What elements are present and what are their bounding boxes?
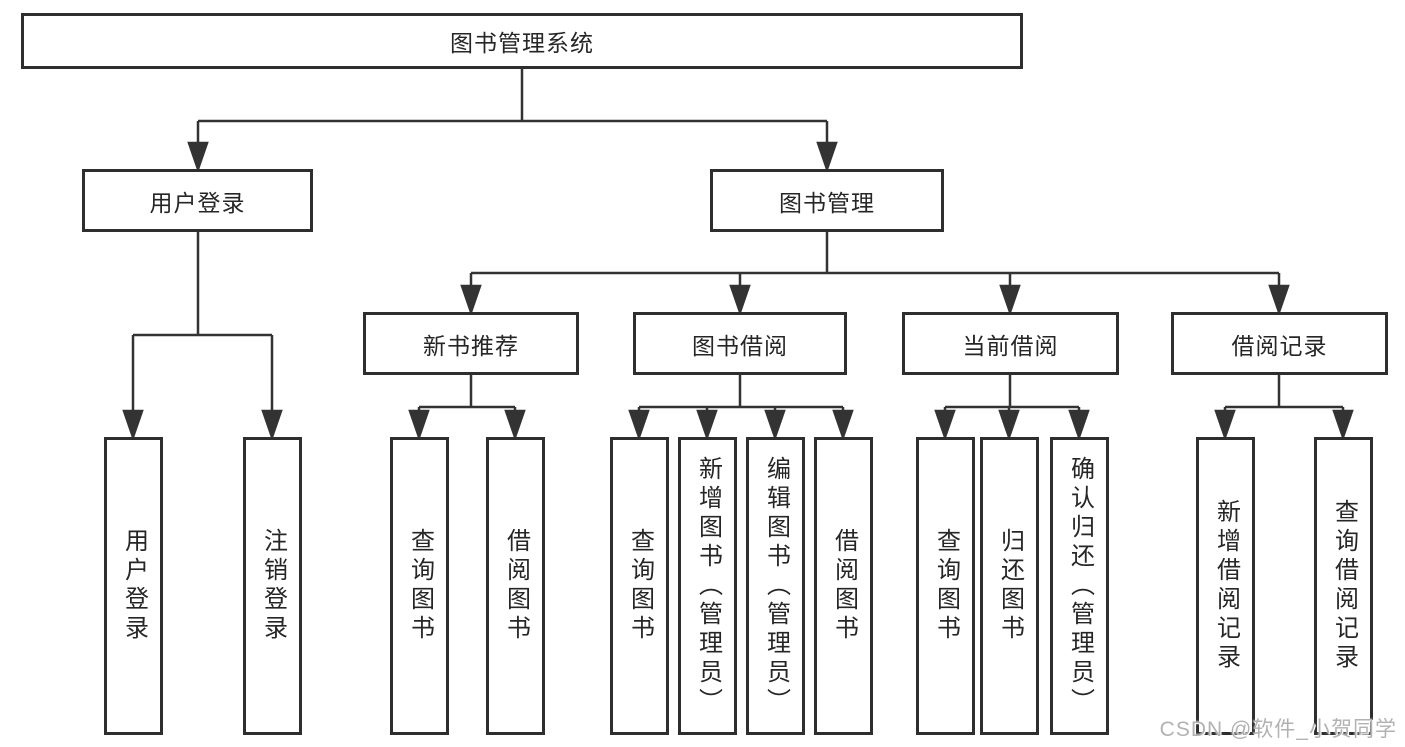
- leaf-logout: 注销登录: [243, 437, 302, 735]
- csdn-watermark: CSDN @软件_小贺同学: [1159, 718, 1397, 741]
- arrowhead: [998, 409, 1020, 441]
- leaf-user-login: 用户登录: [104, 437, 163, 735]
- leaf-query-borrow-record: 查询借阅记录: [1314, 437, 1373, 735]
- arrowhead: [999, 284, 1021, 316]
- leaf-borrow-book-recommendation: 借阅图书: [486, 437, 545, 735]
- arrowhead: [1068, 409, 1090, 441]
- leaf-query-book-current: 查询图书: [916, 437, 975, 735]
- node-book-management: 图书管理: [710, 169, 944, 232]
- node-new-book-recommendation: 新书推荐: [363, 312, 579, 375]
- arrowhead: [696, 409, 718, 441]
- leaf-add-book-admin-label: 新增图书（管理员）: [694, 455, 722, 717]
- arrowhead: [460, 284, 482, 316]
- leaf-borrow-book-recommendation-label: 借阅图书: [502, 528, 530, 644]
- connector-userlogin-to-leaves: [131, 232, 274, 418]
- arrowhead: [729, 284, 751, 316]
- node-root: 图书管理系统: [21, 13, 1023, 69]
- leaf-logout-label: 注销登录: [259, 528, 287, 644]
- leaf-user-login-label: 用户登录: [120, 528, 148, 644]
- leaf-confirm-return-admin-label: 确认归还（管理员）: [1066, 455, 1094, 717]
- arrowhead: [504, 409, 526, 441]
- arrowhead: [628, 409, 650, 441]
- node-user-login: 用户登录: [82, 169, 313, 232]
- leaf-return-book-label: 归还图书: [996, 528, 1024, 644]
- node-root-label: 图书管理系统: [450, 30, 594, 56]
- arrowhead: [187, 141, 209, 173]
- arrowhead: [934, 409, 956, 441]
- node-borrowing-records-label: 借阅记录: [1231, 332, 1328, 359]
- connector-bookmgmt-to-level3: [469, 232, 1281, 293]
- arrowhead: [1214, 409, 1236, 441]
- node-borrowing-records: 借阅记录: [1171, 312, 1388, 375]
- leaf-query-book-borrowing-label: 查询图书: [626, 528, 654, 644]
- connector-records-to-leaves: [1223, 375, 1345, 418]
- leaf-query-book-recommendation-label: 查询图书: [406, 528, 434, 644]
- leaf-add-borrow-record: 新增借阅记录: [1196, 437, 1255, 735]
- node-current-borrowing-label: 当前借阅: [962, 332, 1059, 359]
- arrowhead: [408, 409, 430, 441]
- leaf-confirm-return-admin: 确认归还（管理员）: [1050, 437, 1109, 735]
- leaf-edit-book-admin: 编辑图书（管理员）: [746, 437, 805, 735]
- arrowhead: [1332, 409, 1354, 441]
- node-new-book-recommendation-label: 新书推荐: [423, 332, 519, 359]
- leaf-borrow-book: 借阅图书: [814, 437, 873, 735]
- connector-root-to-level2: [196, 69, 829, 150]
- node-user-login-label: 用户登录: [149, 189, 246, 216]
- arrowhead: [1268, 284, 1290, 316]
- leaf-return-book: 归还图书: [980, 437, 1039, 735]
- leaf-edit-book-admin-label: 编辑图书（管理员）: [762, 455, 790, 717]
- node-book-borrowing: 图书借阅: [633, 312, 847, 375]
- node-book-management-label: 图书管理: [779, 189, 875, 216]
- node-book-borrowing-label: 图书借阅: [692, 332, 788, 359]
- leaf-query-book-recommendation: 查询图书: [390, 437, 449, 735]
- connector-borrow-to-leaves: [637, 375, 845, 418]
- leaf-add-borrow-record-label: 新增借阅记录: [1212, 499, 1240, 673]
- arrowhead: [261, 409, 283, 441]
- leaf-query-book-borrowing: 查询图书: [610, 437, 669, 735]
- arrowhead: [764, 409, 786, 441]
- arrowhead: [122, 409, 144, 441]
- leaf-query-borrow-record-label: 查询借阅记录: [1330, 499, 1358, 673]
- connector-newrec-to-leaves: [417, 375, 517, 418]
- arrowhead: [816, 141, 838, 173]
- leaf-add-book-admin: 新增图书（管理员）: [678, 437, 737, 735]
- arrowhead: [832, 409, 854, 441]
- leaf-query-book-current-label: 查询图书: [932, 528, 960, 644]
- leaf-borrow-book-label: 借阅图书: [830, 528, 858, 644]
- node-current-borrowing: 当前借阅: [902, 312, 1119, 375]
